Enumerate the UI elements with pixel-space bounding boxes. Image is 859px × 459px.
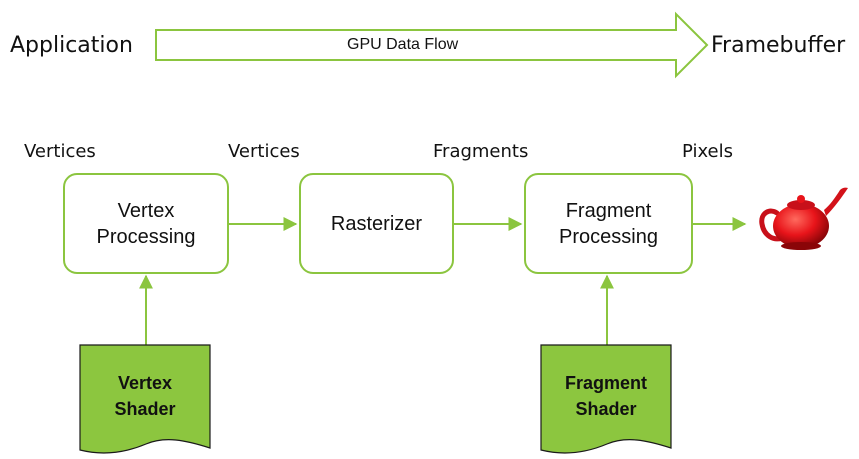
gpu-data-flow-arrow [155, 11, 709, 79]
vertices-input-label: Vertices [24, 141, 96, 162]
gpu-data-flow-label: GPU Data Flow [347, 36, 459, 53]
vertices-output-label: Vertices [228, 141, 300, 162]
vertex-shader-label: Vertex Shader [114, 373, 176, 419]
fragments-label: Fragments [433, 141, 529, 162]
vertex-shader-document [79, 344, 211, 454]
application-label: Application [10, 33, 133, 58]
teapot-icon [759, 187, 848, 250]
pixels-label: Pixels [682, 141, 734, 162]
fragment-processing-box: Fragment Processing [524, 173, 693, 274]
vertex-processing-box: Vertex Processing [63, 173, 229, 274]
rasterizer-box: Rasterizer [299, 173, 454, 274]
fragment-shader-label: Fragment Shader [564, 373, 647, 419]
framebuffer-label: Framebuffer [711, 33, 846, 58]
fragment-shader-document [540, 344, 672, 454]
